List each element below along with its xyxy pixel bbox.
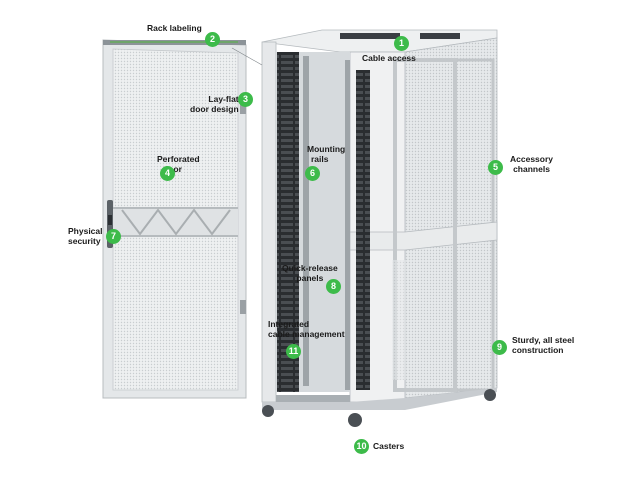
callout-text: Rack labeling: [147, 23, 202, 33]
callout-badge-8: 8: [326, 279, 341, 294]
cable-manager-right: [356, 70, 370, 390]
callout-label-accessory-channels: Accessory channels: [510, 154, 554, 175]
callout-label-cable-access: Cable access: [362, 53, 416, 64]
callout-label-lay-flat-door: Lay-flat door design: [190, 94, 239, 115]
callout-text: construction: [512, 344, 564, 355]
callout-badge-1: 1: [394, 36, 409, 51]
callout-badge-2: 2: [205, 32, 220, 47]
callout-text: cable management: [268, 328, 345, 339]
callout-text: Perforated: [157, 154, 200, 164]
front-door: [102, 39, 247, 399]
callout-badge-10: 10: [354, 439, 369, 454]
callout-label-casters: Casters: [373, 441, 405, 452]
callout-text: Quick-release: [282, 263, 338, 273]
cable-manager-left: [277, 52, 299, 392]
callout-badge-6: 6: [305, 166, 320, 181]
callout-badge-4: 4: [160, 166, 175, 181]
callout-badge-9: 9: [492, 340, 507, 355]
callout-text: channels: [513, 163, 550, 174]
callout-text: Sturdy, all steel: [512, 335, 575, 345]
callout-label-rack-labeling: Rack labeling: [147, 23, 202, 34]
callout-badge-3: 3: [238, 92, 253, 107]
callout-label-integrated-cable-management: Integrated cable management: [268, 319, 345, 340]
callout-text: Lay-flat: [208, 94, 239, 104]
callout-label-quick-release-panels: Quick-release panels: [282, 263, 338, 284]
callout-text: Cable access: [362, 53, 416, 63]
callout-text: security: [68, 235, 101, 246]
callout-label-physical-security: Physical security: [68, 226, 103, 247]
callout-text: Integrated: [268, 319, 310, 329]
callout-label-mounting-rails: Mounting rails: [307, 144, 346, 165]
callout-text: rails: [311, 153, 329, 164]
callout-badge-5: 5: [488, 160, 503, 175]
callout-text: door design: [190, 103, 239, 114]
callout-label-sturdy-construction: Sturdy, all steel construction: [512, 335, 575, 356]
callout-text: Physical: [68, 226, 103, 236]
callout-badge-11: 11: [286, 344, 301, 359]
rack-cabinet: [231, 29, 498, 427]
callout-text: Casters: [373, 441, 405, 451]
callout-text: Mounting: [307, 144, 346, 154]
callout-text: panels: [296, 272, 324, 283]
callout-text: Accessory: [510, 154, 554, 164]
callout-badge-7: 7: [106, 229, 121, 244]
